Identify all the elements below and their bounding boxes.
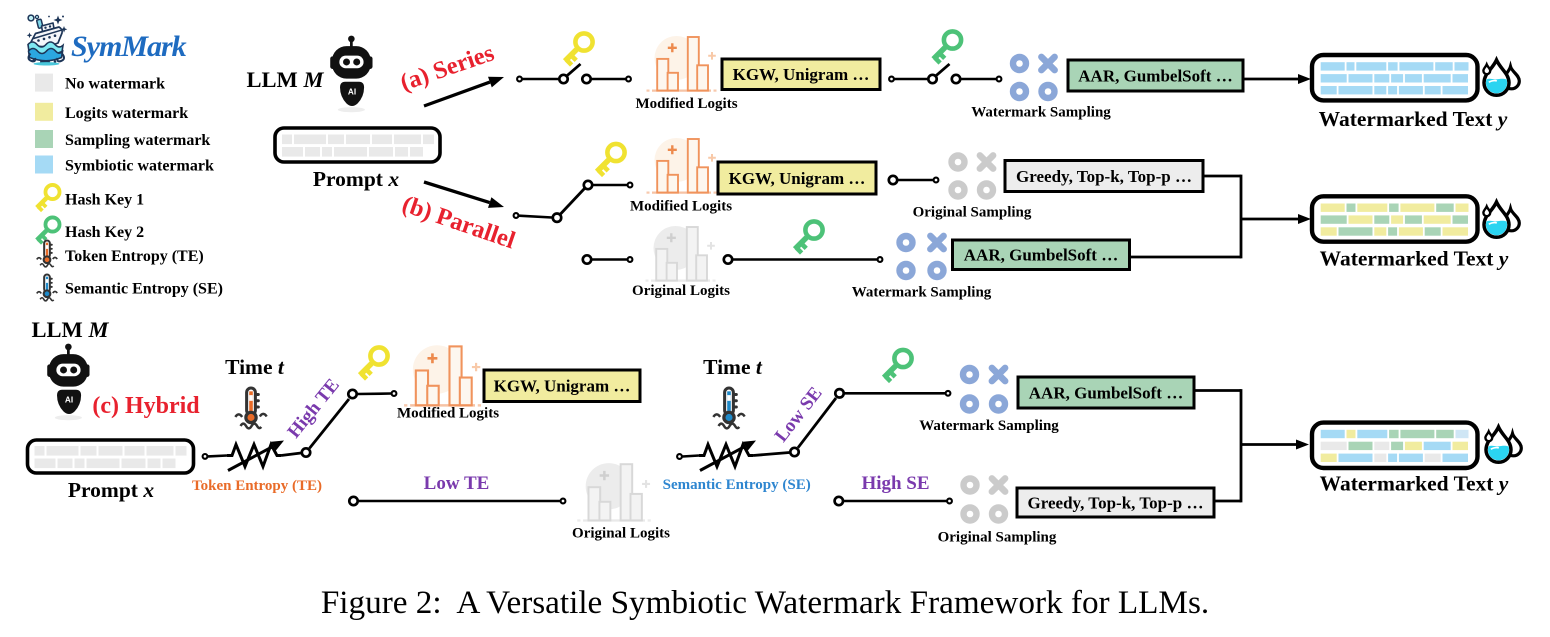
svg-text:LLM M: LLM M [32, 317, 110, 342]
svg-text:Greedy, Top-k, Top-p …: Greedy, Top-k, Top-p … [1016, 167, 1192, 186]
svg-text:AAR, GumbelSoft …: AAR, GumbelSoft … [1078, 66, 1232, 85]
svg-text:LLM M: LLM M [247, 67, 325, 92]
svg-text:Original Sampling: Original Sampling [913, 205, 1032, 221]
svg-text:AI: AI [348, 88, 356, 97]
svg-text:AAR, GumbelSoft …: AAR, GumbelSoft … [964, 246, 1118, 265]
svg-text:Token Entropy (TE): Token Entropy (TE) [65, 248, 204, 265]
svg-text:KGW, Unigram …: KGW, Unigram … [494, 377, 631, 396]
svg-text:Figure 2: A Versatile Symbiot: Figure 2: A Versatile Symbiotic Watermar… [321, 584, 1209, 621]
svg-text:Token Entropy (TE): Token Entropy (TE) [192, 478, 322, 494]
svg-text:Modified Logits: Modified Logits [397, 406, 499, 422]
svg-text:Hash Key 1: Hash Key 1 [65, 192, 144, 209]
svg-text:Original Sampling: Original Sampling [938, 530, 1057, 546]
svg-text:Watermark Sampling: Watermark Sampling [919, 418, 1059, 434]
svg-text:No watermark: No watermark [65, 76, 165, 93]
svg-text:Low TE: Low TE [424, 473, 490, 494]
svg-text:Semantic Entropy (SE): Semantic Entropy (SE) [663, 477, 811, 493]
svg-text:AI: AI [65, 396, 73, 405]
svg-text:KGW, Unigram …: KGW, Unigram … [729, 169, 866, 188]
svg-text:SymMark: SymMark [71, 30, 187, 63]
svg-text:Watermark Sampling: Watermark Sampling [971, 105, 1111, 121]
svg-text:Watermarked Text y: Watermarked Text y [1320, 247, 1509, 271]
svg-text:Original Logits: Original Logits [572, 526, 670, 542]
svg-text:Original Logits: Original Logits [632, 283, 730, 299]
svg-text:Symbiotic watermark: Symbiotic watermark [65, 158, 214, 175]
svg-text:Semantic Entropy (SE): Semantic Entropy (SE) [65, 281, 223, 298]
svg-text:Time t: Time t [225, 355, 285, 379]
svg-text:Logits watermark: Logits watermark [65, 105, 188, 122]
svg-text:Hash Key 2: Hash Key 2 [65, 224, 144, 241]
svg-text:Watermarked Text y: Watermarked Text y [1320, 472, 1509, 496]
svg-text:Prompt x: Prompt x [313, 167, 399, 191]
svg-text:Modified Logits: Modified Logits [630, 199, 732, 215]
svg-text:Prompt x: Prompt x [68, 478, 154, 502]
svg-text:Watermarked Text y: Watermarked Text y [1319, 107, 1508, 131]
svg-text:AAR, GumbelSoft …: AAR, GumbelSoft … [1029, 383, 1183, 402]
svg-text:Greedy, Top-k, Top-p …: Greedy, Top-k, Top-p … [1028, 493, 1204, 512]
svg-text:Time t: Time t [703, 355, 763, 379]
svg-text:High SE: High SE [861, 473, 929, 494]
svg-text:KGW, Unigram …: KGW, Unigram … [733, 65, 870, 84]
svg-text:Modified Logits: Modified Logits [635, 96, 737, 112]
svg-text:Sampling watermark: Sampling watermark [65, 132, 210, 149]
svg-text:Watermark Sampling: Watermark Sampling [852, 285, 992, 301]
svg-text:(c) Hybrid: (c) Hybrid [92, 393, 200, 419]
